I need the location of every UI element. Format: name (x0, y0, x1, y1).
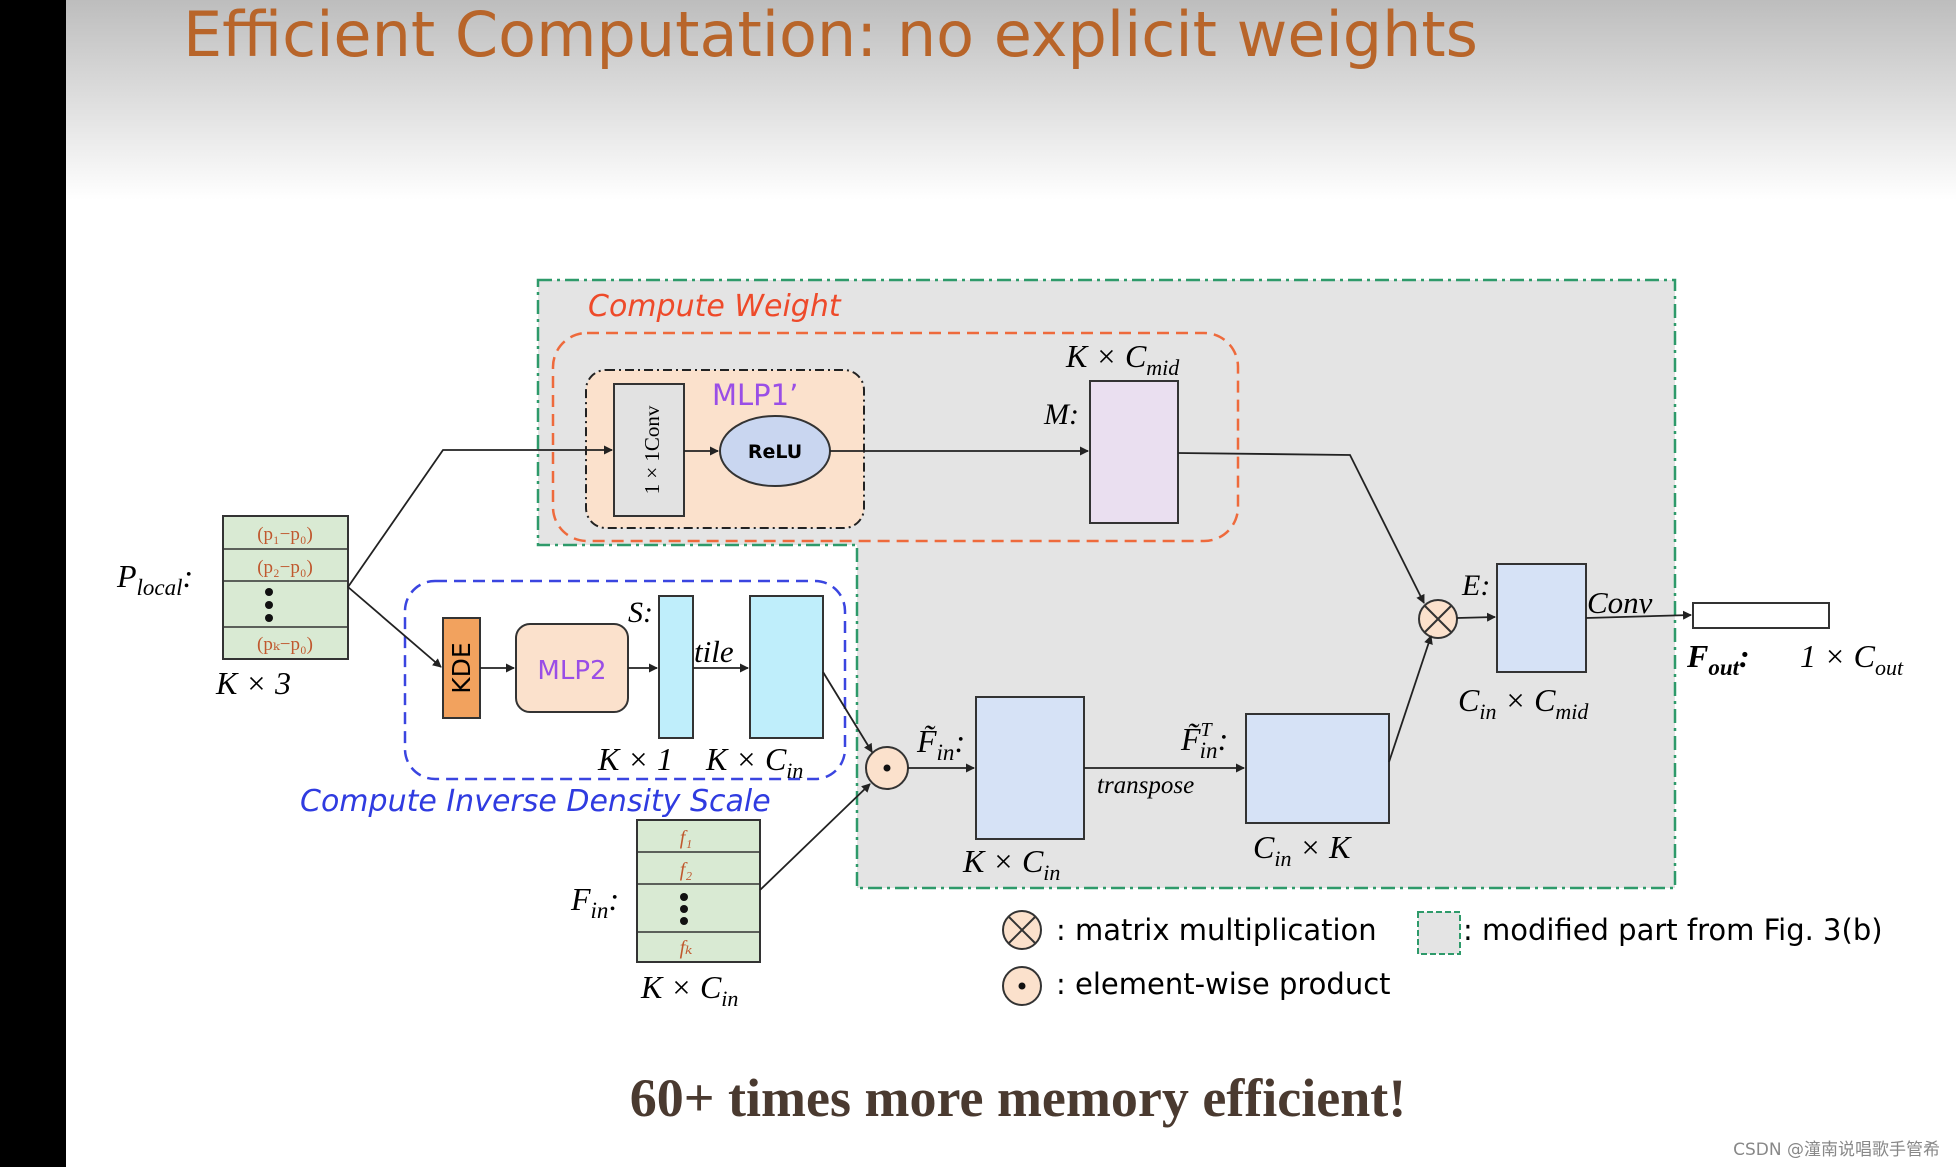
f-tilde-label: F̃in: (916, 723, 965, 765)
transpose-label: transpose (1097, 772, 1194, 799)
p-local-label: Plocal: (116, 558, 193, 600)
left-black-bar (0, 0, 66, 1167)
watermark: CSDN @潼南说唱歌手管希 (1733, 1140, 1940, 1160)
f-in-row: fₖ (680, 937, 693, 959)
legend-modified-label: : modified part from Fig. 3(b) (1463, 913, 1883, 947)
mlp2-label: MLP2 (537, 656, 606, 686)
f-in-row: f₂ (680, 859, 693, 881)
kde-label: KDE (447, 642, 476, 693)
e-dim: Cin × Cmid (1458, 682, 1589, 724)
legend-matmul-cross (1008, 916, 1036, 944)
elementwise-dot (883, 764, 891, 772)
compute-weight-label: Compute Weight (588, 289, 842, 324)
legend-matmul-label: : matrix multiplication (1056, 913, 1377, 947)
arrow-m-to-matmul (1177, 452, 1425, 604)
f-in-table (636, 819, 761, 963)
arrow-fin-to-product (759, 783, 871, 891)
m-dim: K × Cmid (1065, 338, 1180, 380)
p-local-row: (pₖ−p₀) (257, 634, 313, 655)
kde-box (442, 617, 481, 719)
tiled-dim: K × Cin (705, 741, 803, 783)
arrow-tiled-to-product (822, 671, 873, 753)
p-local-dim: K × 3 (215, 665, 291, 701)
f-out-label: Fout: (1686, 638, 1750, 680)
arrow-matmul-to-e (1456, 612, 1496, 622)
ellipsis-dot (265, 588, 273, 596)
mlp1-label: MLP1’ (712, 378, 798, 412)
compute-weight-box (551, 331, 1240, 543)
header-gradient (0, 0, 1956, 200)
f-out-vector (1692, 602, 1830, 629)
f-tilde-t-dim: Cin × K (1253, 829, 1352, 871)
tile-label: tile (694, 634, 734, 669)
legend: : matrix multiplication : element-wise p… (1002, 910, 1883, 1006)
legend-elementwise-label: : element-wise product (1056, 967, 1391, 1001)
slide-title: Efficient Computation: no explicit weigh… (183, 0, 1478, 71)
ellipsis-dot (265, 601, 273, 609)
compute-density-label: Compute Inverse Density Scale (300, 784, 771, 819)
ellipsis-dot (680, 893, 688, 901)
m-matrix (1089, 380, 1179, 524)
f-tilde-dim: K × Cin (962, 843, 1060, 885)
conv-label: Conv (1587, 585, 1653, 620)
f-in-dim: K × Cin (640, 969, 738, 1011)
conv1x1-label: 1 × 1Conv (640, 405, 664, 494)
p-local-row: (p₂−p₀) (257, 557, 313, 578)
ellipsis-dot (680, 917, 688, 925)
ellipsis-dot (680, 905, 688, 913)
arrow-ftildet-to-matmul (1388, 635, 1433, 763)
e-label: E: (1461, 569, 1490, 602)
tagline: 60+ times more memory efficient! (630, 1068, 1406, 1128)
tiled-matrix (749, 595, 824, 739)
ellipsis-dot (265, 614, 273, 622)
arrow-plocal-to-kde (347, 586, 442, 668)
f-tilde-t-matrix (1245, 713, 1390, 824)
f-in-row: f₁ (680, 827, 693, 849)
s-dim: K × 1 (597, 741, 673, 777)
arrow-plocal-to-conv (347, 445, 613, 588)
arrow-conv-to-fout (1585, 610, 1692, 620)
conv1x1-box (613, 383, 685, 517)
f-in-label: Fin: (570, 881, 619, 923)
e-matrix (1496, 563, 1587, 673)
p-local-row: (p₁−p₀) (257, 524, 313, 545)
legend-modified-icon (1417, 911, 1461, 955)
s-vector (658, 595, 694, 739)
matmul-cross (1424, 605, 1452, 633)
f-out-dim: 1 × Cout (1800, 638, 1904, 680)
legend-elementwise-dot (1018, 982, 1026, 990)
relu-label: ReLU (748, 441, 802, 463)
m-label: M: (1043, 398, 1079, 431)
s-label: S: (628, 596, 653, 629)
f-tilde-matrix (975, 696, 1085, 840)
